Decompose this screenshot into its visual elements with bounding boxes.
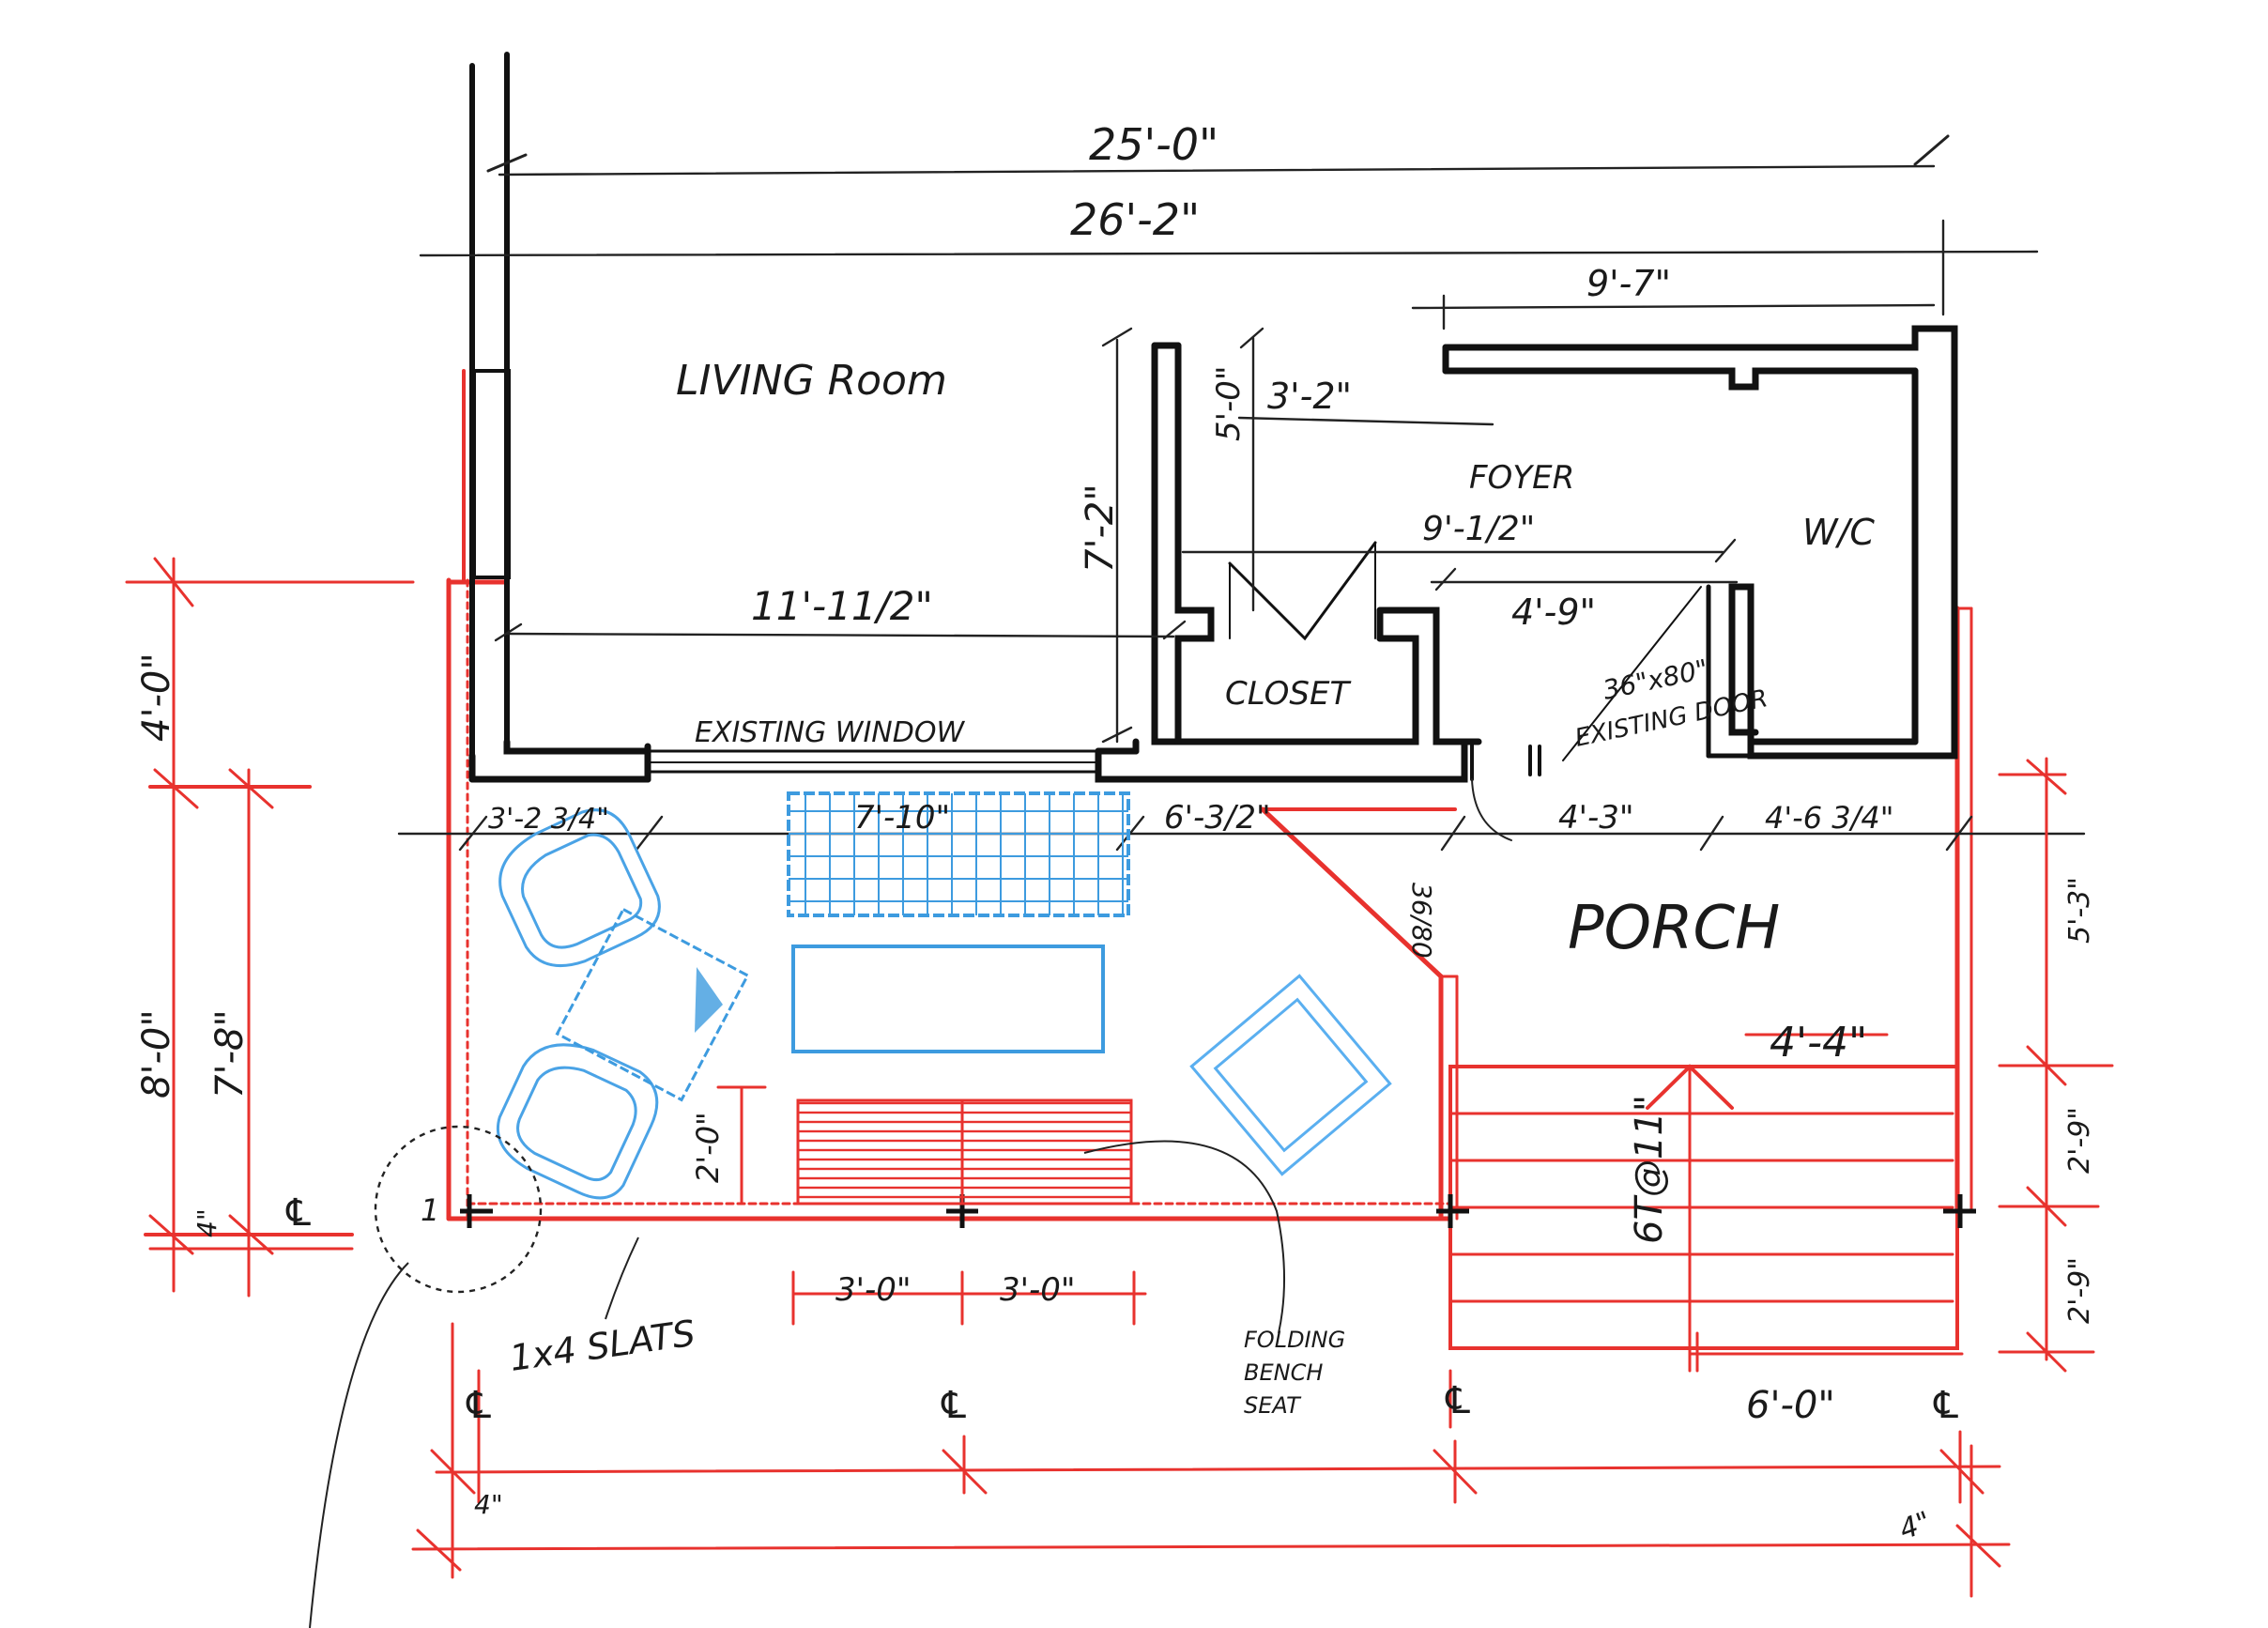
dim-right-a: 5'-3" [2063, 877, 2096, 944]
detail-tag: 1 [421, 1192, 439, 1228]
cl-mark-2: ℄ [937, 1384, 971, 1427]
note-folding-3: SEAT [1244, 1392, 1302, 1419]
dim-wall-seg1: 3'-2 3/4" [488, 803, 609, 836]
daybed [787, 791, 1130, 917]
porch-structure [446, 369, 1973, 1373]
dim-left-d: 4" [192, 1208, 222, 1237]
note-folding-2: BENCH [1244, 1359, 1323, 1386]
existing-walls [468, 52, 1958, 783]
existing-door-label: EXISTING DOOR [1572, 684, 1770, 753]
dim-wc-width: 9'-7" [1586, 263, 1671, 304]
note-slats: 1x4 SLATS [507, 1313, 697, 1379]
dim-closet-depth: 3'-2" [1267, 376, 1352, 417]
dim-living-depth: 7'-2" [1079, 484, 1122, 573]
bench-w2: 3'-0" [1000, 1271, 1076, 1309]
armchair-bottom [496, 1043, 659, 1200]
dim-living-width: 11'-11/2" [751, 583, 933, 629]
cl-mark-4: ℄ [1929, 1384, 1963, 1427]
leaders [309, 1140, 1285, 1628]
side-table [555, 907, 750, 1102]
bench-height: 2'-0" [690, 1112, 726, 1183]
dim-wall-seg3: 6'-3/2" [1164, 799, 1271, 837]
dim-left-c: 7'-8" [208, 1009, 252, 1098]
labels: LIVING Room CLOSET FOYER W/C PORCH EXIST… [135, 119, 2096, 1547]
cl-mark-3: ℄ [1441, 1379, 1475, 1422]
room-closet: CLOSET [1225, 675, 1351, 713]
dim-left-cl: ℄ [282, 1191, 315, 1235]
room-foyer: FOYER [1469, 459, 1574, 497]
ottoman [1189, 974, 1392, 1176]
dim-bottom-right: 4" [1895, 1505, 1936, 1546]
armchair-top [498, 808, 661, 968]
dimension-lines-red [125, 557, 2114, 1598]
bench-w1: 3'-0" [835, 1271, 912, 1309]
existing-window-label: EXISTING WINDOW [695, 716, 965, 749]
dim-wall-seg5: 4'-6 3/4" [1765, 800, 1893, 836]
dim-left-b: 8'-0" [135, 1009, 178, 1098]
cl-mark-1: ℄ [462, 1384, 496, 1427]
furniture [496, 791, 1392, 1206]
detail-callout [374, 1125, 543, 1294]
dim-overall-b: 26'-2" [1070, 194, 1200, 245]
porch-posts [460, 1194, 1976, 1228]
room-porch: PORCH [1568, 894, 1780, 963]
dim-wall-seg4: 4'-3" [1558, 799, 1634, 837]
coffee-table [791, 945, 1105, 1053]
note-folding-1: FOLDING [1244, 1327, 1345, 1353]
dim-foyer-door: 4'-9" [1511, 591, 1596, 633]
room-living: LIVING Room [676, 357, 947, 405]
dimension-lines-black [397, 134, 2086, 852]
stair-bottom: 6'-0" [1746, 1384, 1835, 1427]
dim-bottom-left: 4" [474, 1489, 503, 1520]
dim-closet-height: 5'-0" [1210, 365, 1248, 441]
dim-overall-a: 25'-0" [1089, 119, 1218, 170]
dim-wall-seg2: 7'-10" [854, 799, 950, 837]
room-wc: W/C [1802, 512, 1875, 553]
porch-door-size: 36/80 [1406, 883, 1437, 959]
stair-riser-note: 6T@11" [1628, 1095, 1671, 1244]
dim-foyer-width: 9'-1/2" [1422, 510, 1535, 548]
existing-door-size: 36"x80" [1601, 653, 1711, 706]
folding-bench-seat [796, 1098, 1133, 1206]
dim-right-b: 2'-9" [2063, 1107, 2096, 1174]
stair-width: 4'-4" [1770, 1019, 1867, 1067]
dim-left-a: 4'-0" [135, 653, 178, 742]
dim-right-c: 2'-9" [2063, 1257, 2096, 1324]
